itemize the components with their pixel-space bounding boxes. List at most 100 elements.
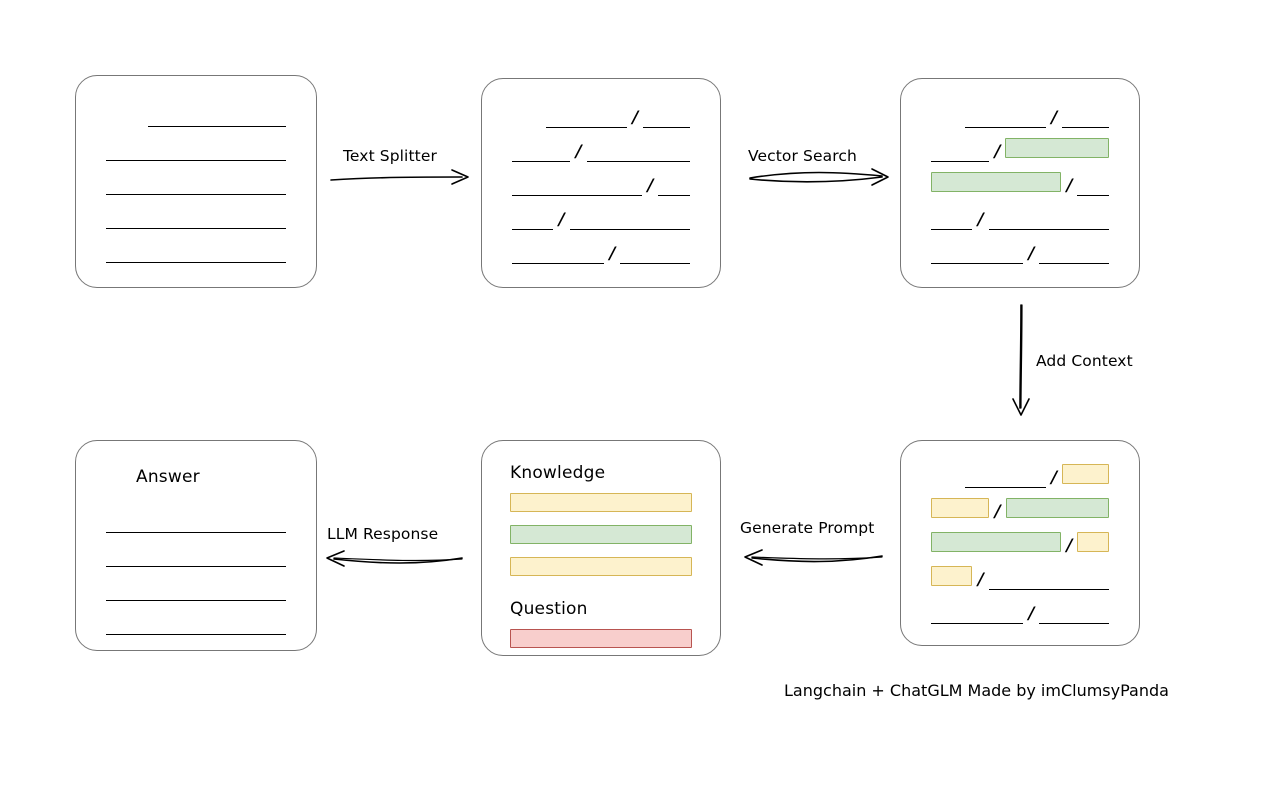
- text-line-row: /: [512, 234, 690, 268]
- arrow-label-generate-prompt: Generate Prompt: [740, 519, 875, 537]
- text-line-row: [106, 97, 286, 131]
- chunk-separator-slash: /: [609, 244, 616, 264]
- chunk-separator-slash: /: [977, 210, 984, 230]
- chunk-separator-slash: /: [558, 210, 565, 230]
- source-document-rows: [76, 76, 316, 287]
- box-prompt[interactable]: Knowledge Question: [481, 440, 721, 656]
- arrow-vector-search: [749, 168, 889, 186]
- text-line-row: /: [931, 98, 1109, 132]
- text-line-segment: [988, 589, 1109, 590]
- text-line-row: /: [931, 200, 1109, 234]
- chunk-separator-slash: /: [1066, 176, 1073, 196]
- box-context-chunks[interactable]: / / / / /: [900, 440, 1140, 646]
- text-line-segment: [512, 161, 571, 162]
- prompt-bar-yellow: [510, 557, 692, 576]
- question-heading: Question: [510, 599, 588, 619]
- text-line-row: /: [931, 526, 1109, 560]
- text-line-row: /: [512, 200, 690, 234]
- text-line-row: [106, 165, 286, 199]
- arrow-add-context: [1012, 304, 1030, 416]
- arrow-label-vector-search: Vector Search: [748, 147, 857, 165]
- knowledge-bars: [510, 493, 692, 589]
- text-line-row: [106, 131, 286, 165]
- text-line-row: /: [512, 166, 690, 200]
- arrow-label-text-splitter: Text Splitter: [343, 147, 437, 165]
- text-line-segment: [620, 263, 690, 264]
- box-matched-chunks[interactable]: / / / / /: [900, 78, 1140, 288]
- answer-rows: Answer: [76, 441, 316, 650]
- text-line-segment: [931, 229, 973, 230]
- text-line-segment: [512, 229, 554, 230]
- prompt-bar-green: [510, 525, 692, 544]
- chunk-separator-slash: /: [631, 108, 639, 128]
- highlighted-chunk-yellow: [1077, 532, 1109, 552]
- text-line-row: [106, 537, 286, 571]
- text-line-row: /: [931, 132, 1109, 166]
- text-line-segment: [106, 261, 286, 263]
- text-line-row: [106, 571, 286, 605]
- chunk-separator-slash: /: [977, 570, 984, 590]
- chunk-separator-slash: /: [994, 142, 1001, 162]
- credit-text: Langchain + ChatGLM Made by imClumsyPand…: [784, 681, 1169, 700]
- chunk-separator-slash: /: [1050, 108, 1058, 128]
- text-line-segment: [106, 566, 286, 567]
- highlighted-chunk-yellow: [931, 566, 973, 586]
- text-line-row: /: [931, 458, 1109, 492]
- arrow-llm-response: [326, 550, 463, 567]
- highlighted-chunk-green: [931, 532, 1062, 552]
- text-line-row: /: [512, 132, 690, 166]
- text-line-row: /: [512, 98, 690, 132]
- text-line-segment: [1039, 623, 1109, 624]
- chunk-separator-slash: /: [1028, 604, 1035, 624]
- prompt-content: Knowledge Question: [482, 441, 720, 655]
- text-line-segment: [1062, 127, 1109, 128]
- text-line-segment: [148, 125, 286, 127]
- chunk-separator-slash: /: [994, 502, 1001, 522]
- answer-line-rows: [106, 503, 286, 639]
- text-line-segment: [931, 161, 990, 162]
- text-line-row: [106, 503, 286, 537]
- text-line-row: [106, 605, 286, 639]
- text-line-segment: [931, 623, 1024, 624]
- question-bars: [510, 629, 692, 661]
- text-line-segment: [1077, 195, 1109, 196]
- box-split-chunks[interactable]: / / / / /: [481, 78, 721, 288]
- text-line-segment: [658, 195, 690, 196]
- text-line-segment: [965, 487, 1046, 488]
- text-line-segment: [512, 195, 643, 196]
- text-line-segment: [965, 127, 1046, 128]
- answer-heading: Answer: [136, 467, 200, 487]
- chunk-separator-slash: /: [647, 176, 654, 196]
- highlighted-chunk-green: [1005, 138, 1109, 158]
- box-answer[interactable]: Answer: [75, 440, 317, 651]
- text-line-segment: [569, 229, 690, 230]
- text-line-segment: [106, 159, 286, 161]
- text-line-segment: [106, 532, 286, 533]
- arrow-text-splitter: [330, 169, 469, 185]
- chunk-separator-slash: /: [1066, 536, 1073, 556]
- text-line-row: [106, 233, 286, 267]
- knowledge-heading: Knowledge: [510, 463, 606, 483]
- box-source-document[interactable]: [75, 75, 317, 288]
- highlighted-chunk-yellow: [931, 498, 990, 518]
- text-line-segment: [106, 634, 286, 635]
- text-line-segment: [1039, 263, 1109, 264]
- chunk-separator-slash: /: [1050, 468, 1058, 488]
- text-line-segment: [106, 227, 286, 229]
- text-line-segment: [988, 229, 1109, 230]
- text-line-row: /: [931, 166, 1109, 200]
- chunk-separator-slash: /: [575, 142, 582, 162]
- text-line-row: /: [931, 594, 1109, 628]
- text-line-segment: [931, 263, 1024, 264]
- highlighted-chunk-yellow: [1062, 464, 1109, 484]
- text-line-segment: [643, 127, 690, 128]
- arrow-generate-prompt: [744, 549, 883, 566]
- chunk-separator-slash: /: [1028, 244, 1035, 264]
- prompt-bar-red: [510, 629, 692, 648]
- text-line-row: [106, 199, 286, 233]
- text-line-segment: [106, 600, 286, 601]
- context-chunks-rows: / / / / /: [901, 441, 1139, 645]
- text-line-row: /: [931, 560, 1109, 594]
- text-line-segment: [546, 127, 627, 128]
